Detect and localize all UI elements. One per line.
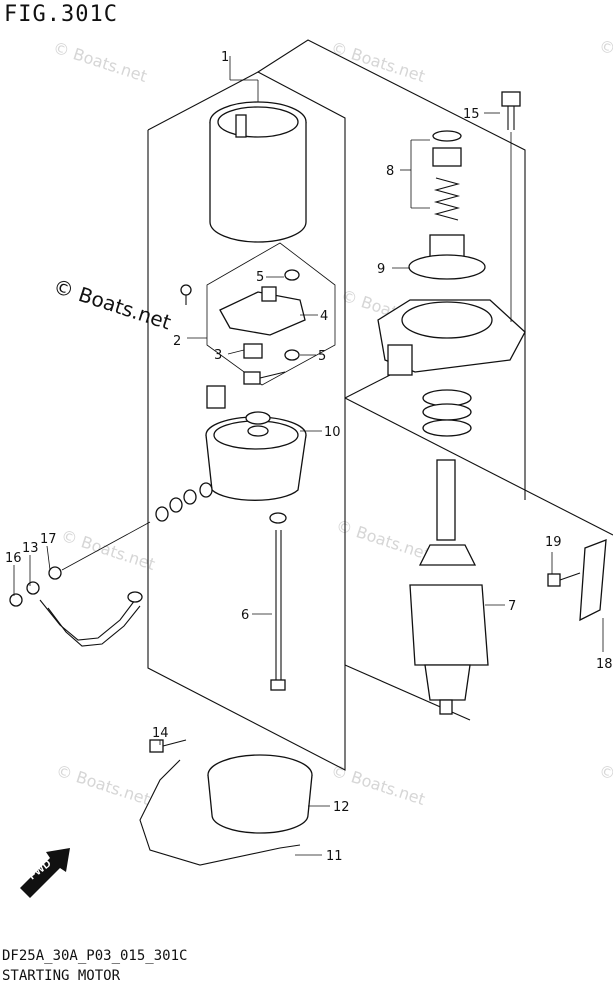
frame-diagonal — [344, 397, 613, 536]
watermarks: © Boats.net © Boats.net © Boats.net © Bo… — [50, 36, 613, 809]
diagram-name: STARTING MOTOR — [2, 968, 121, 984]
fwd-arrow-badge: FWD — [20, 848, 70, 898]
watermark-text: © Boats.net — [597, 761, 613, 809]
callout-7: 7 — [508, 599, 516, 614]
bracket[interactable] — [579, 539, 607, 622]
left-assembly-frame-top — [147, 71, 346, 400]
brush-nut-upper[interactable] — [284, 269, 300, 281]
terminal-washer[interactable] — [199, 482, 213, 498]
leader-lines — [13, 56, 604, 856]
callout-8: 8 — [386, 164, 394, 179]
callout-19: 19 — [545, 535, 562, 550]
armature[interactable] — [409, 459, 489, 715]
watermark-text: © Boats.net — [51, 38, 150, 86]
watermark-text: © Boats.net — [50, 274, 174, 335]
figure-title: FIG.301C — [4, 2, 118, 27]
terminal-nut[interactable] — [155, 506, 169, 522]
callout-12: 12 — [333, 800, 350, 815]
battery-cable[interactable] — [39, 591, 143, 647]
strap-bolt[interactable] — [149, 739, 187, 753]
left-assembly-frame — [147, 130, 346, 771]
callout-5-upper: 5 — [256, 270, 264, 285]
watermark-text: © Boats.net — [334, 516, 433, 564]
watermark-text: © Boats.net — [59, 526, 158, 574]
housing-bolt[interactable] — [501, 91, 521, 130]
callout-5-lower: 5 — [318, 349, 326, 364]
callout-10: 10 — [324, 425, 341, 440]
terminal-washer[interactable] — [169, 497, 183, 513]
callout-15: 15 — [463, 107, 480, 122]
callout-4: 4 — [320, 309, 328, 324]
yoke-cylinder[interactable] — [209, 101, 307, 243]
callout-1: 1 — [221, 50, 229, 65]
drive-housing[interactable] — [377, 299, 526, 437]
callout-18: 18 — [596, 657, 613, 672]
brush-screw[interactable] — [180, 284, 192, 296]
callout-3: 3 — [214, 348, 222, 363]
mounting-band[interactable] — [207, 754, 313, 834]
pinion-spring[interactable] — [432, 130, 462, 221]
callout-17: 17 — [40, 532, 57, 547]
callout-6: 6 — [241, 608, 249, 623]
callout-13: 13 — [22, 541, 39, 556]
cable-washer-outer[interactable] — [48, 566, 62, 580]
mounting-strap[interactable] — [139, 759, 301, 866]
brush-nut-lower[interactable] — [284, 349, 300, 361]
brush-terminal-bolt[interactable] — [243, 371, 286, 385]
pinion-gear[interactable] — [408, 234, 486, 280]
callout-2: 2 — [173, 334, 181, 349]
callout-14: 14 — [152, 726, 169, 741]
watermark-text: © Boats.net — [597, 36, 613, 84]
watermark-text: © Boats.net — [329, 38, 428, 86]
right-assembly-frame — [257, 39, 526, 500]
end-cap-washer-lower[interactable] — [247, 425, 269, 437]
watermark-text: © Boats.net — [54, 761, 153, 809]
diagram-code: DF25A_30A_P03_015_301C — [2, 948, 188, 964]
cable-nut[interactable] — [9, 593, 23, 607]
callout-16: 16 — [5, 551, 22, 566]
callout-9: 9 — [377, 262, 385, 277]
terminal-block[interactable] — [206, 385, 226, 409]
cable-washer[interactable] — [26, 581, 40, 595]
through-bolt[interactable] — [269, 512, 287, 691]
terminal-washer[interactable] — [183, 489, 197, 505]
cable-leader — [61, 521, 151, 571]
end-cap-washer-upper[interactable] — [245, 411, 271, 425]
callout-11: 11 — [326, 849, 343, 864]
frame-connector — [344, 374, 391, 399]
brush-holder-plate[interactable] — [206, 242, 336, 386]
bracket-bolt[interactable] — [547, 572, 581, 587]
